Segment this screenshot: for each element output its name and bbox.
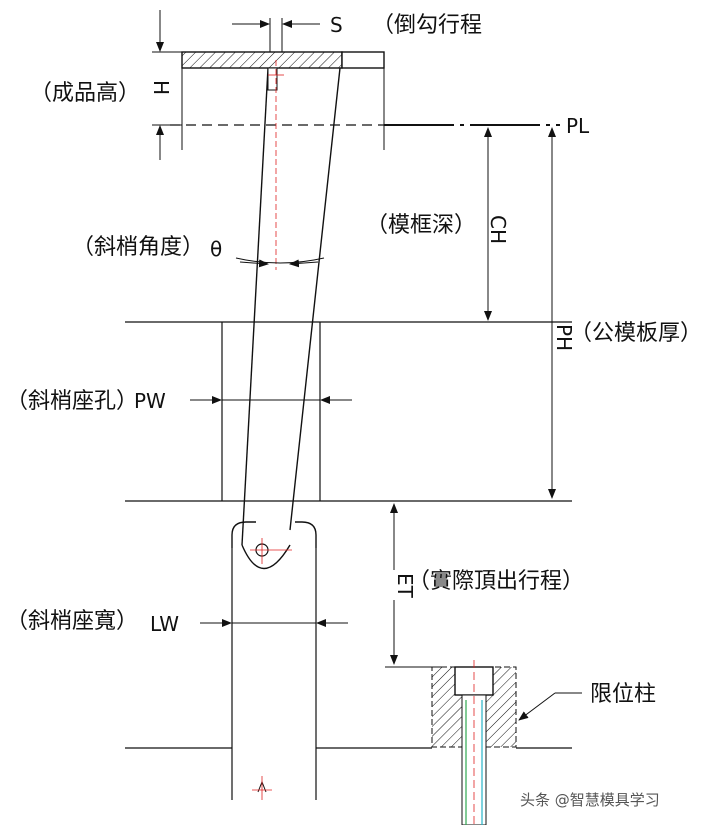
watermark: 头条 @智慧模具学习 xyxy=(520,791,660,809)
et-symbol: ET xyxy=(393,573,417,599)
pw-symbol: PW xyxy=(134,389,166,413)
ch-label: （模框深） xyxy=(366,213,476,238)
h-label: （成品高） xyxy=(30,81,140,106)
product-block xyxy=(181,51,385,150)
pw-label: （斜梢座孔） xyxy=(6,389,138,414)
ph-label: （公模板厚） xyxy=(570,321,702,346)
core-plate xyxy=(125,321,572,502)
s-symbol: S xyxy=(330,13,343,37)
lifter-seat xyxy=(231,521,317,800)
stop-pin xyxy=(431,660,517,826)
lifter-pin xyxy=(241,60,341,546)
angle-label: （斜梢角度） xyxy=(72,235,204,260)
stop-pin-label: 限位柱 xyxy=(590,682,656,707)
pl-symbol: PL xyxy=(566,114,590,138)
angle-symbol: θ xyxy=(210,237,222,261)
ejector-plate xyxy=(125,747,572,800)
h-symbol: H xyxy=(149,80,173,95)
ph-symbol: PH xyxy=(552,324,576,351)
angle-dimension xyxy=(235,257,325,268)
lw-label: （斜梢座寬） xyxy=(6,609,138,634)
lw-symbol: LW xyxy=(150,612,179,636)
s-label: （倒勾行程 xyxy=(372,13,482,38)
et-label: （實際頂出行程） xyxy=(408,569,584,594)
stop-pin-leader xyxy=(518,692,582,721)
s-dimension xyxy=(232,18,320,52)
ch-symbol: CH xyxy=(486,215,510,244)
